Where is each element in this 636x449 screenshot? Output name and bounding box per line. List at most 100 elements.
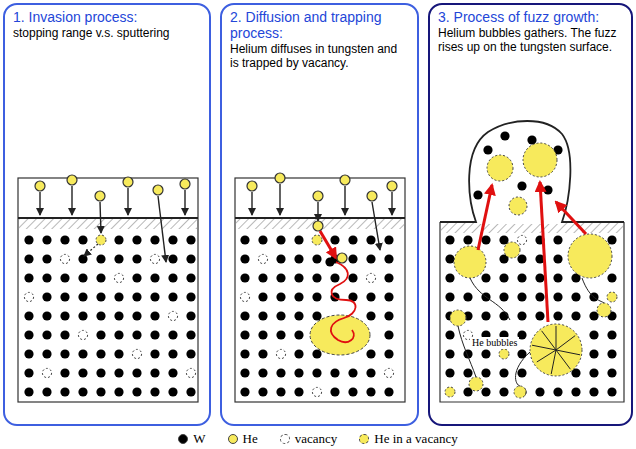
legend-swatch (359, 434, 369, 444)
tungsten-atom (186, 330, 195, 339)
legend-text: He (243, 431, 258, 447)
tungsten-atom (96, 387, 105, 396)
tungsten-atom (276, 273, 285, 282)
tungsten-atom (589, 368, 598, 377)
bubble-ray (556, 326, 557, 350)
tungsten-atom (553, 273, 562, 282)
tungsten-atom (499, 387, 508, 396)
tungsten-atom (78, 273, 87, 282)
tungsten-atom (517, 181, 526, 190)
motion-arrow (251, 192, 252, 215)
tungsten-atom (150, 311, 159, 320)
tungsten-atom (607, 273, 616, 282)
tungsten-atom (294, 254, 303, 263)
tungsten-atom (294, 330, 303, 339)
tungsten-atom (258, 292, 267, 301)
tungsten-atom (330, 235, 339, 244)
tungsten-atom (366, 235, 375, 244)
tungsten-atom (150, 368, 159, 377)
growth-arrow (556, 202, 586, 234)
tungsten-atom (384, 311, 393, 320)
helium-in-vacancy (445, 387, 455, 397)
tungsten-atom (42, 273, 51, 282)
tungsten-atom (42, 387, 51, 396)
tungsten-atom (168, 254, 177, 263)
tungsten-atom (42, 254, 51, 263)
tungsten-atom (366, 368, 375, 377)
tungsten-atom (517, 254, 526, 263)
helium-in-vacancy (523, 143, 557, 177)
tungsten-atom (168, 292, 177, 301)
tungsten-atom (114, 235, 123, 244)
tungsten-atom (132, 273, 141, 282)
tungsten-atom (499, 292, 508, 301)
motion-arrow (391, 192, 392, 215)
tungsten-atom (607, 368, 616, 377)
tungsten-atom (500, 131, 509, 140)
tungsten-atom (276, 235, 285, 244)
vacancy (186, 368, 195, 377)
tungsten-atom (114, 254, 123, 263)
tungsten-atom (96, 292, 105, 301)
helium-atom (275, 173, 285, 183)
legend-text: vacancy (295, 431, 338, 447)
vacancy (42, 368, 51, 377)
tungsten-atom (150, 330, 159, 339)
tungsten-atom (312, 349, 321, 358)
tungsten-atom (24, 273, 33, 282)
bubble-ray (556, 350, 570, 369)
tungsten-atom (589, 330, 598, 339)
tungsten-atom (96, 311, 105, 320)
tungsten-atom (366, 254, 375, 263)
tungsten-atom (258, 273, 267, 282)
tungsten-atom (42, 330, 51, 339)
process-panel: 2. Diffusion and trapping process:Helium… (220, 3, 419, 426)
tungsten-atom (607, 330, 616, 339)
tungsten-atom (366, 311, 375, 320)
tungsten-atom (384, 330, 393, 339)
tungsten-atom (150, 292, 159, 301)
helium-atom (340, 175, 350, 185)
tungsten-atom (78, 387, 87, 396)
invasion-figure-part (18, 178, 198, 402)
tungsten-atom (571, 311, 580, 320)
vacancy (276, 349, 285, 358)
tungsten-atom (589, 311, 598, 320)
legend-item: He in a vacancy (359, 431, 457, 447)
panel-heading: 2. Diffusion and trapping process: (230, 9, 409, 41)
tungsten-atom (114, 292, 123, 301)
helium-atom (153, 185, 163, 195)
tungsten-atom (258, 387, 267, 396)
tungsten-atom (312, 273, 321, 282)
vacancy (78, 330, 87, 339)
tungsten-atom (366, 349, 375, 358)
tungsten-atom (481, 387, 490, 396)
tungsten-atom (132, 368, 141, 377)
growth-arrow (320, 231, 336, 258)
tungsten-atom (553, 387, 562, 396)
tungsten-atom (481, 368, 490, 377)
tungsten-atom (607, 235, 616, 244)
tungsten-atom (330, 368, 339, 377)
tungsten-atom (240, 235, 249, 244)
process-panel: 1. Invasion process:stopping range v.s. … (3, 3, 211, 426)
growth-arrow (540, 182, 548, 322)
tungsten-atom (366, 292, 375, 301)
tungsten-atom (384, 254, 393, 263)
tungsten-atom (78, 235, 87, 244)
helium-atom (180, 179, 190, 189)
tungsten-atom (535, 311, 544, 320)
tungsten-atom (258, 349, 267, 358)
tungsten-atom (240, 311, 249, 320)
tungsten-atom (114, 311, 123, 320)
tungsten-atom (186, 292, 195, 301)
bubble-link (458, 278, 604, 386)
tungsten-atom (553, 235, 562, 244)
tungsten-atom (445, 235, 454, 244)
tungsten-atom (276, 254, 285, 263)
tungsten-atom (384, 349, 393, 358)
tungsten-atom (240, 330, 249, 339)
tungsten-atom (258, 330, 267, 339)
tungsten-atom (607, 387, 616, 396)
vacancy (114, 273, 123, 282)
